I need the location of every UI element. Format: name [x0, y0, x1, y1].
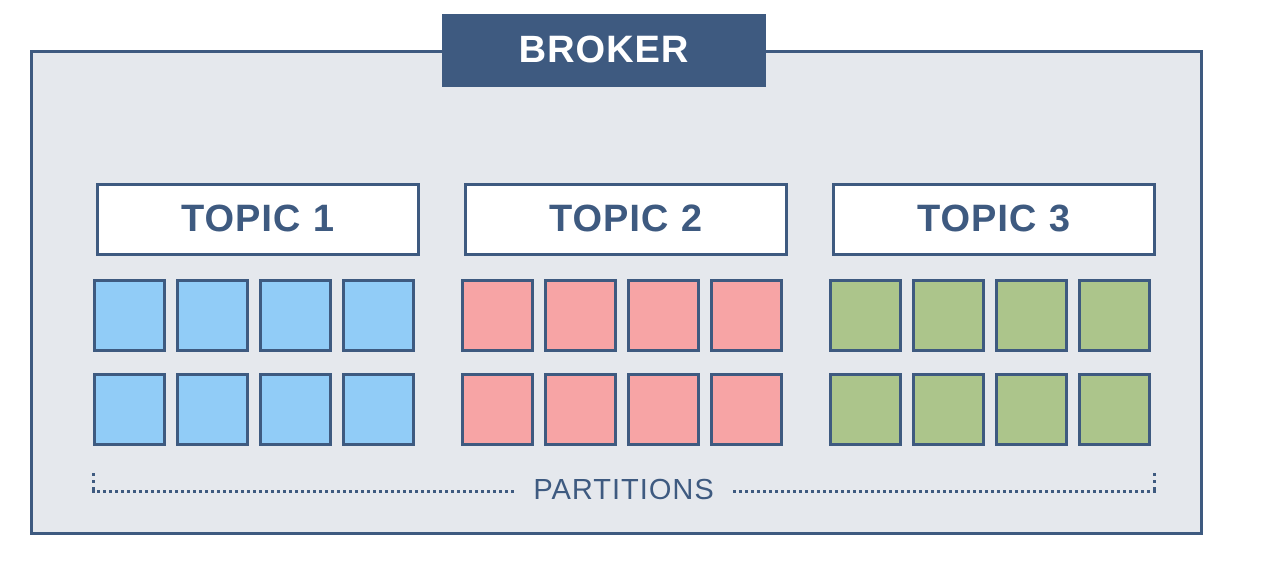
topic-3-label: TOPIC 3: [832, 183, 1156, 256]
topic-3-partition: [1078, 373, 1151, 446]
topic-2-partition: [710, 373, 783, 446]
topic-1-partition: [259, 373, 332, 446]
topic-3-partition: [912, 279, 985, 352]
topic-1-label: TOPIC 1: [96, 183, 420, 256]
topic-2-partition: [544, 279, 617, 352]
topic-2-partition: [461, 279, 534, 352]
topic-2-label: TOPIC 2: [464, 183, 788, 256]
topic-3-partition: [912, 373, 985, 446]
partitions-label: PARTITIONS: [517, 474, 731, 506]
topic-2-partition: [710, 279, 783, 352]
topic-1-partition: [176, 373, 249, 446]
topic-1-partition: [259, 279, 332, 352]
legend-right-tick: [1153, 473, 1156, 490]
topic-1-partition: [93, 373, 166, 446]
topic-2-partition: [627, 279, 700, 352]
broker-label: BROKER: [442, 14, 766, 87]
topic-2-partition: [627, 373, 700, 446]
topic-1-partition: [342, 279, 415, 352]
topic-1-partition: [176, 279, 249, 352]
topic-2-partition: [461, 373, 534, 446]
topic-1-partition: [342, 373, 415, 446]
legend-left-tick: [92, 473, 95, 490]
topic-2-partition: [544, 373, 617, 446]
partitions-legend: PARTITIONS: [92, 470, 1156, 510]
topic-3-partition: [829, 373, 902, 446]
topic-3-partition: [829, 279, 902, 352]
topic-3-partition: [995, 373, 1068, 446]
topic-3-partition: [1078, 279, 1151, 352]
topic-3-partition: [995, 279, 1068, 352]
topic-1-partition: [93, 279, 166, 352]
